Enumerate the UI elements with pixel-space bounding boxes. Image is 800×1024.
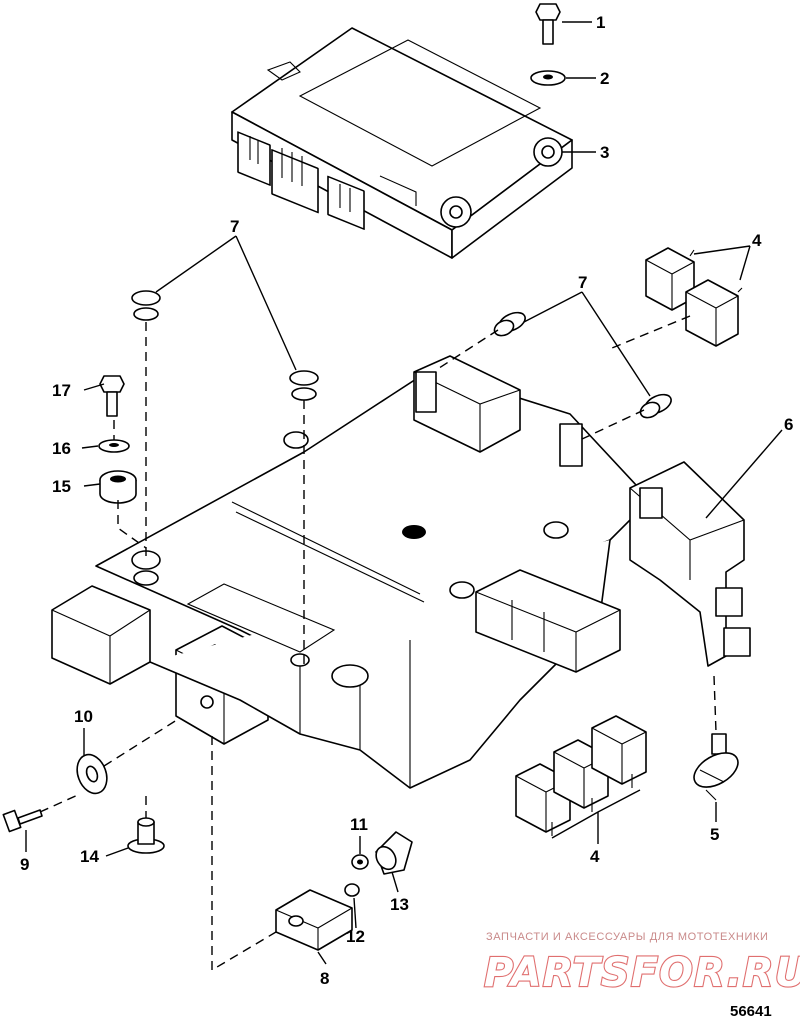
bolt-part-17: [99, 375, 125, 417]
callout-14: 14: [80, 847, 99, 866]
assembly-dash-lines: [39, 315, 717, 972]
callout-16: 16: [52, 439, 71, 458]
callout-3: 3: [600, 143, 609, 162]
grommet-part-15: [99, 470, 137, 504]
sensor-part-8: [275, 889, 353, 951]
callout-15: 15: [52, 477, 71, 496]
callout-7-right: 7: [578, 273, 587, 292]
grommet-set-part-7: [131, 290, 672, 419]
callout-12: 12: [346, 927, 365, 946]
nut-part-11: [351, 854, 369, 870]
screw-part-9: [2, 809, 43, 833]
washer-part-16: [98, 439, 130, 453]
watermark: ЗАПЧАСТИ И АКСЕССУАРЫ ДЛЯ МОТОТЕХНИКИ PA…: [483, 931, 800, 997]
callout-8: 8: [320, 969, 329, 988]
leader-lines: [25, 21, 783, 965]
callout-11: 11: [350, 815, 368, 834]
callout-1: 1: [596, 13, 605, 32]
washer-part-10: [76, 753, 108, 795]
relay-row-bottom: [515, 715, 647, 836]
callout-9: 9: [20, 855, 29, 874]
bolt-part-1: [535, 3, 561, 45]
harness-clip-part-5: [693, 733, 739, 801]
callout-17: 17: [52, 381, 71, 400]
relay-pair-top: [645, 247, 743, 347]
ecm-mounting-bracket: [51, 355, 751, 789]
washer-part-12: [344, 883, 360, 897]
callout-4-top: 4: [752, 231, 762, 250]
watermark-logo: PARTSFOR.RU: [484, 950, 800, 996]
callout-4-bottom: 4: [590, 847, 600, 866]
ecm-module: [231, 27, 573, 259]
callout-5: 5: [710, 825, 719, 844]
watermark-tagline: ЗАПЧАСТИ И АКСЕССУАРЫ ДЛЯ МОТОТЕХНИКИ: [486, 931, 768, 943]
connector-part-13: [375, 831, 413, 875]
callout-10: 10: [74, 707, 93, 726]
callout-7-left: 7: [230, 217, 239, 236]
figure-number: 56641: [730, 1003, 772, 1020]
callout-labels: 1 2 3 4 5 6 7 7 4 8 9 10 11 12 13 14 15 …: [20, 13, 793, 988]
callout-2: 2: [600, 69, 609, 88]
spacer-part-14: [127, 817, 165, 854]
callout-13: 13: [390, 895, 409, 914]
callout-6: 6: [784, 415, 793, 434]
washer-part-2: [530, 70, 566, 86]
